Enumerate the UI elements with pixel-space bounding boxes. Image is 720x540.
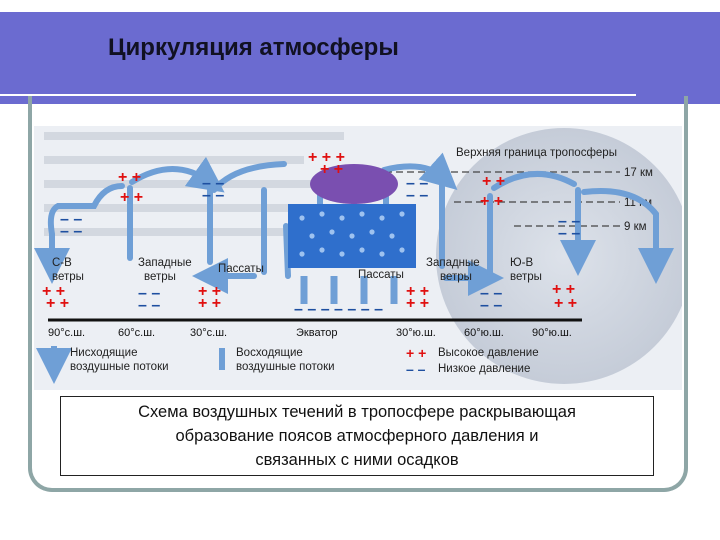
circulation-diagram: Верхняя граница тропосферы 17 км 11 км 9…	[34, 126, 682, 390]
label-trade-n: Пассаты	[218, 263, 264, 275]
svg-text:+ +: + +	[552, 281, 575, 298]
cloud-shape	[310, 164, 398, 204]
legend-low: Низкое давление	[438, 363, 530, 375]
slide-title: Циркуляция атмосферы	[108, 34, 399, 61]
svg-text:– –: – –	[60, 223, 82, 240]
svg-text:– –: – –	[406, 175, 428, 192]
caption-box: Схема воздушных течений в тропосфере рас…	[60, 396, 654, 476]
caption-line-1: Схема воздушных течений в тропосфере рас…	[138, 403, 576, 421]
legend-high: Высокое давление	[438, 347, 539, 359]
lat-90n: 90°с.ш.	[48, 327, 85, 339]
rain-drops	[299, 211, 405, 257]
altitude-17km: 17 км	[624, 167, 653, 179]
lat-60n: 60°с.ш.	[118, 327, 155, 339]
svg-text:– –: – –	[406, 187, 428, 204]
altitude-lines	[374, 171, 620, 227]
label-yv-1: Ю-В	[510, 257, 533, 269]
svg-text:+ +: + +	[198, 295, 221, 312]
lat-equator: Экватор	[296, 327, 337, 339]
svg-text:– –: – –	[60, 211, 82, 228]
svg-text:– –: – –	[138, 297, 160, 314]
svg-text:+ +: + +	[480, 193, 503, 210]
lat-30s: 30°ю.ш.	[396, 327, 436, 339]
label-sv-2: ветры	[52, 271, 84, 283]
caption-line-3: связанных с ними осадков	[255, 451, 459, 469]
altitude-9km: 9 км	[624, 221, 647, 233]
svg-text:+ +: + +	[406, 295, 429, 312]
legend-low-symbol: – –	[406, 361, 426, 377]
legend-high-symbol: + +	[406, 345, 426, 361]
svg-text:+ +: + +	[482, 173, 505, 190]
svg-text:– –: – –	[558, 225, 580, 242]
label-west-s-1: Западные	[426, 257, 480, 269]
caption-line-2: образование поясов атмосферного давления…	[175, 427, 539, 445]
header-divider	[0, 94, 636, 96]
lat-90s: 90°ю.ш.	[532, 327, 572, 339]
svg-text:+ +: + +	[120, 189, 143, 206]
svg-text:– –: – –	[138, 285, 160, 302]
diagram-svg: Верхняя граница тропосферы 17 км 11 км 9…	[34, 128, 682, 384]
svg-text:+ +: + +	[42, 283, 65, 300]
label-west-n-2: ветры	[144, 271, 176, 283]
svg-text:– –: – –	[480, 285, 502, 302]
svg-text:+ +: + +	[198, 283, 221, 300]
legend-descending-2: воздушные потоки	[70, 361, 169, 373]
equator-ascending-arrows	[300, 276, 398, 304]
tropopause-label: Верхняя граница тропосферы	[456, 147, 617, 159]
content-frame	[28, 96, 688, 492]
svg-text:+ +: + +	[46, 295, 69, 312]
svg-text:+ + +: + + +	[308, 149, 345, 166]
svg-text:– –: – –	[202, 187, 224, 204]
label-yv-2: ветры	[510, 271, 542, 283]
label-sv-1: С-В	[52, 257, 72, 269]
legend-descending-1: Нисходящие	[70, 347, 137, 359]
svg-text:+ +: + +	[320, 161, 343, 178]
label-west-s-2: ветры	[440, 271, 472, 283]
svg-text:– – – – – – –: – – – – – – –	[294, 301, 383, 318]
legend-ascending-2: воздушные потоки	[236, 361, 335, 373]
svg-text:+ +: + +	[118, 169, 141, 186]
lat-60s: 60°ю.ш.	[464, 327, 504, 339]
svg-text:– –: – –	[558, 213, 580, 230]
svg-text:– –: – –	[202, 175, 224, 192]
svg-text:+ +: + +	[554, 295, 577, 312]
legend-ascending-1: Восходящие	[236, 347, 303, 359]
lat-30n: 30°с.ш.	[190, 327, 227, 339]
svg-text:– –: – –	[480, 297, 502, 314]
legend: Нисходящие воздушные потоки Восходящие в…	[36, 345, 539, 384]
label-west-n-1: Западные	[138, 257, 192, 269]
svg-text:+ +: + +	[406, 283, 429, 300]
header-band	[0, 12, 720, 104]
background-texture	[44, 132, 344, 236]
label-trade-s: Пассаты	[358, 269, 404, 281]
pressure-markers: + + + + + + + + + + + + + + + + + + + + …	[42, 149, 580, 318]
